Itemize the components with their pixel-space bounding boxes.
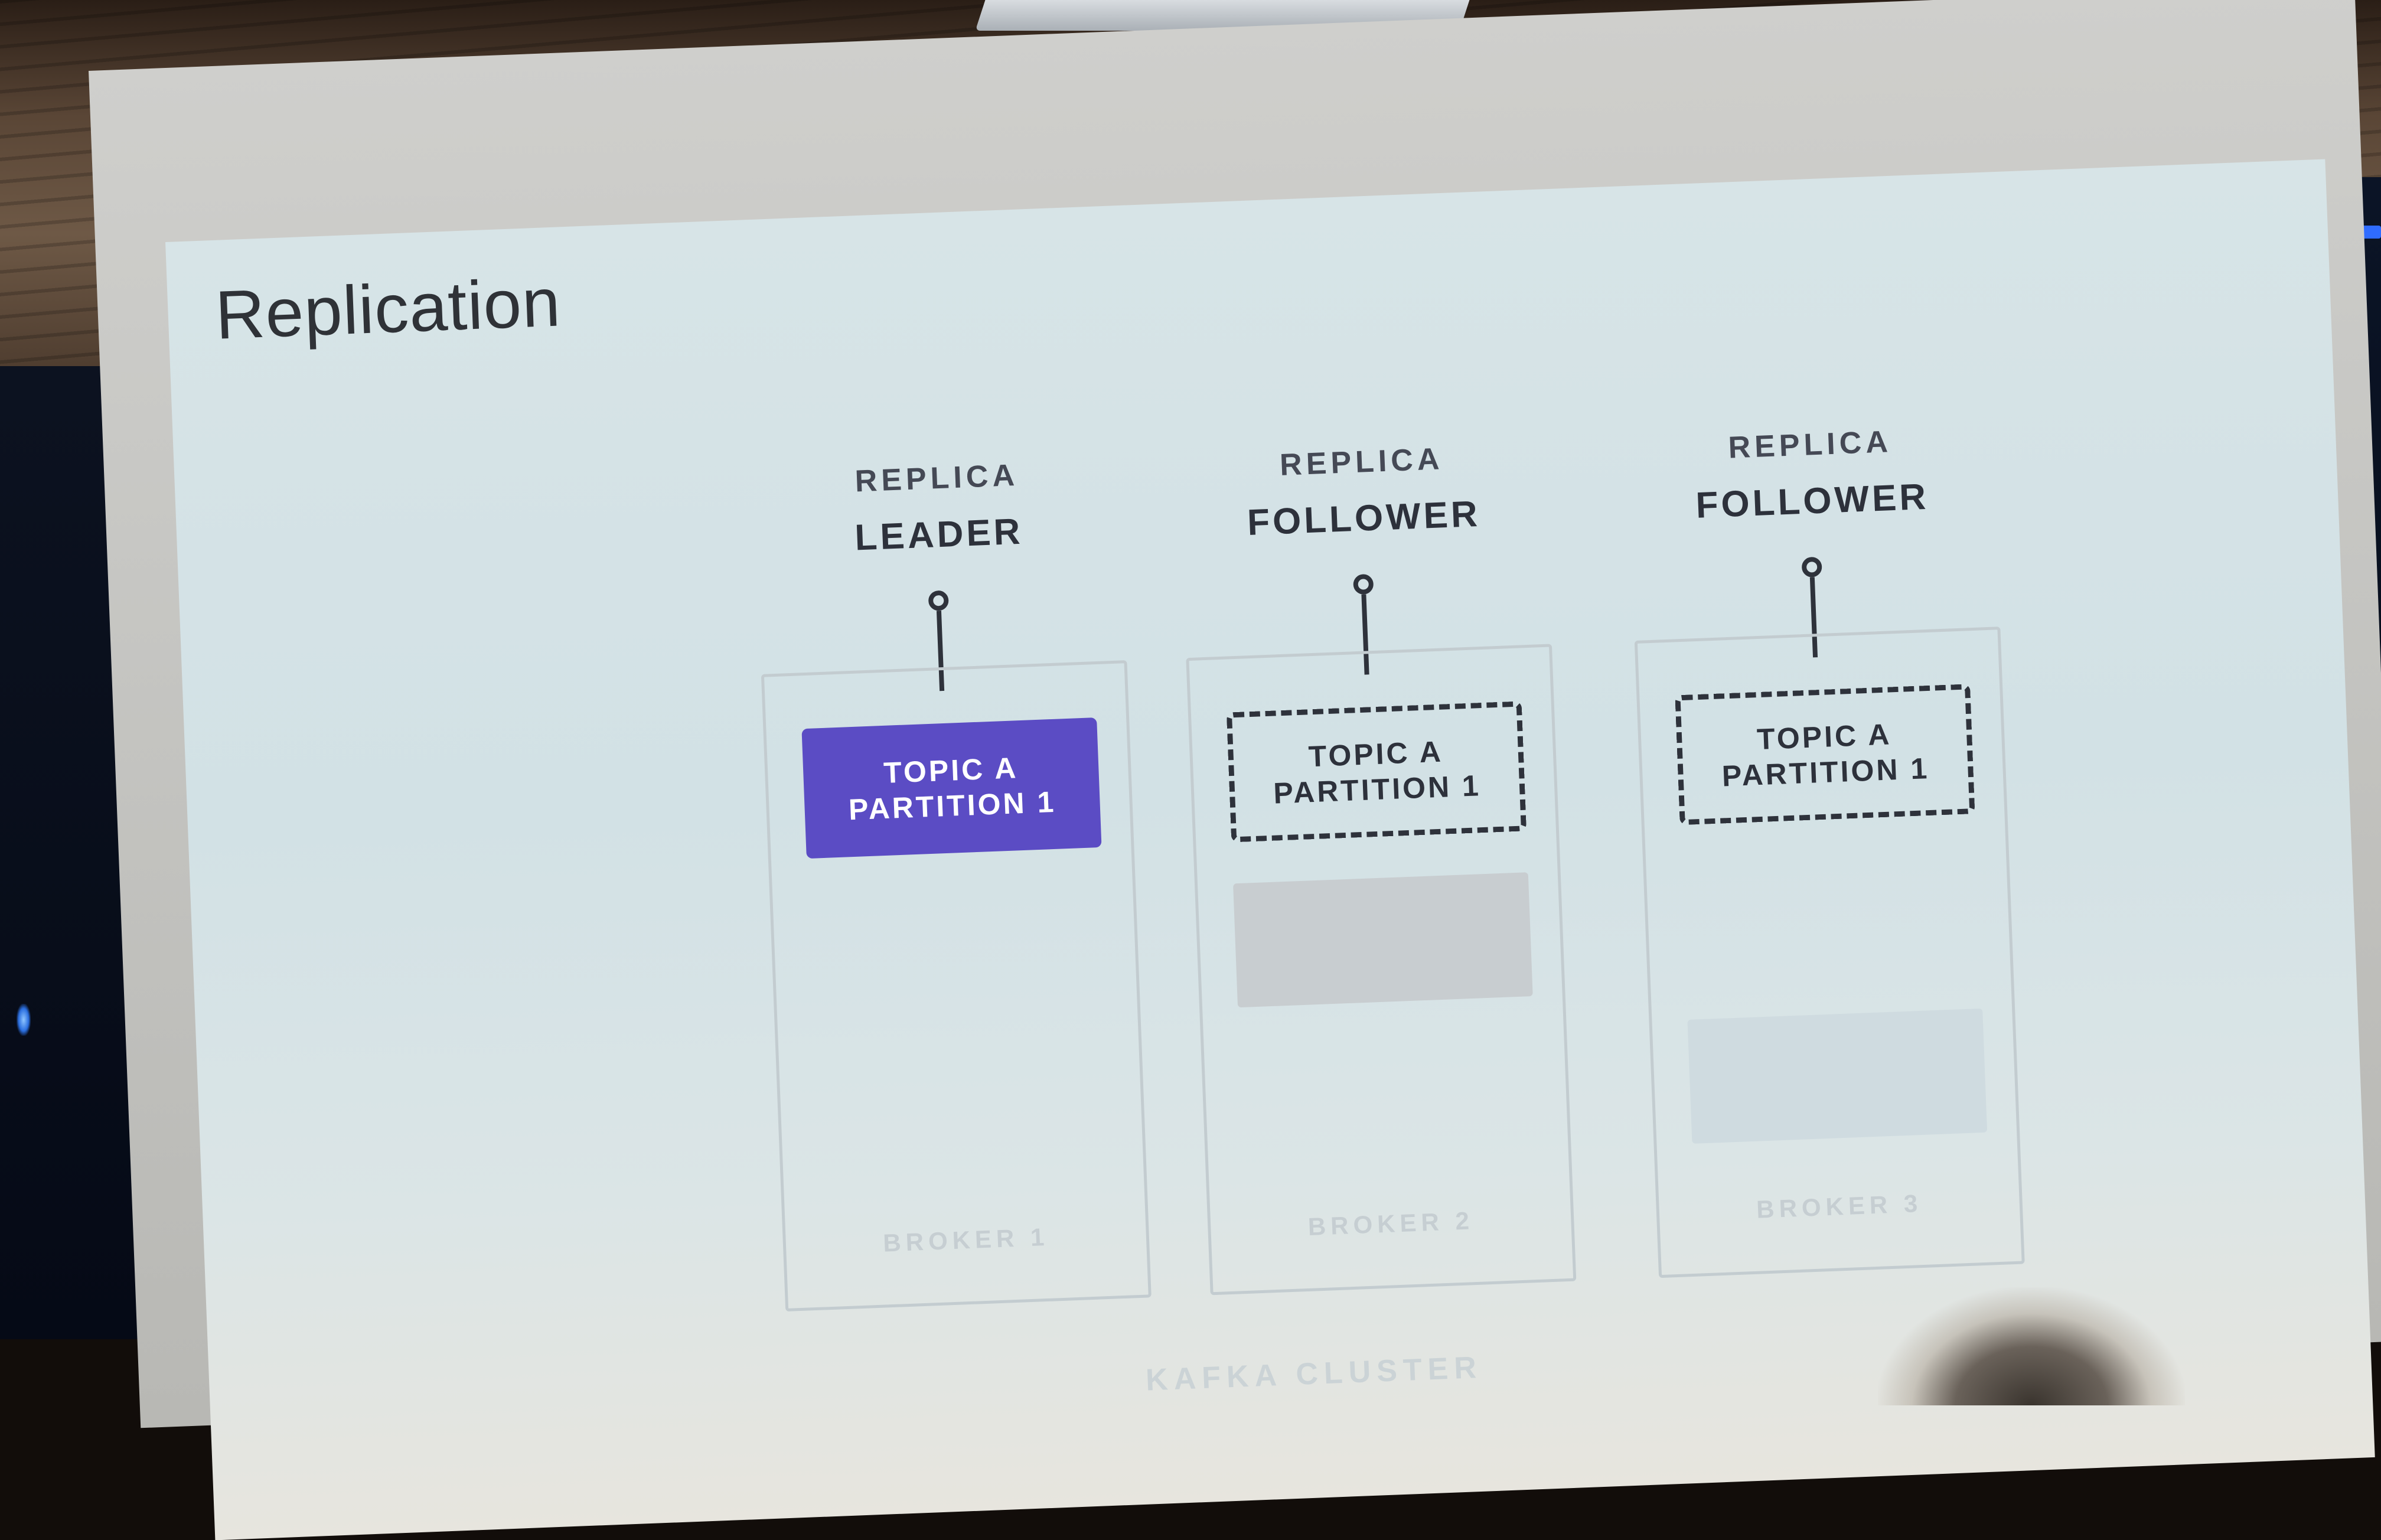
broker-label: BROKER 3 (1756, 1189, 1923, 1223)
broker-label: BROKER 2 (1307, 1206, 1475, 1241)
partition-number: PARTITION 1 (1721, 752, 1930, 793)
kafka-cluster-label: KAFKA CLUSTER (1145, 1350, 1483, 1398)
partition-topic: TOPIC A (883, 751, 1019, 789)
broker-label: BROKER 1 (882, 1222, 1050, 1257)
replica-kind-label: REPLICA (1727, 425, 1893, 465)
partition-topic: TOPIC A (1756, 717, 1893, 756)
replica-role-name: FOLLOWER (1246, 493, 1481, 543)
replica-role-name: LEADER (854, 511, 1024, 559)
slide-title: Replication (214, 263, 562, 354)
pin-ring (1801, 556, 1822, 578)
replica-kind-label: REPLICA (854, 458, 1019, 499)
replica-kind-label: REPLICA (1279, 442, 1444, 482)
partition-number: PARTITION 1 (847, 785, 1057, 827)
blue-light-icon (17, 1004, 31, 1036)
audience-head (1878, 1287, 2185, 1405)
pin-ring (928, 590, 949, 611)
replica-role-leader: REPLICA LEADER (753, 453, 1123, 563)
placeholder-block (1687, 1008, 1988, 1144)
partition-number: PARTITION 1 (1273, 769, 1482, 810)
replica-role-follower-2: REPLICA FOLLOWER (1626, 420, 1996, 529)
partition-topic: TOPIC A (1307, 735, 1444, 774)
placeholder-block (1233, 872, 1533, 1008)
pin-ring (1353, 573, 1374, 595)
replica-role-follower-1: REPLICA FOLLOWER (1178, 438, 1548, 547)
replica-role-name: FOLLOWER (1695, 476, 1930, 526)
